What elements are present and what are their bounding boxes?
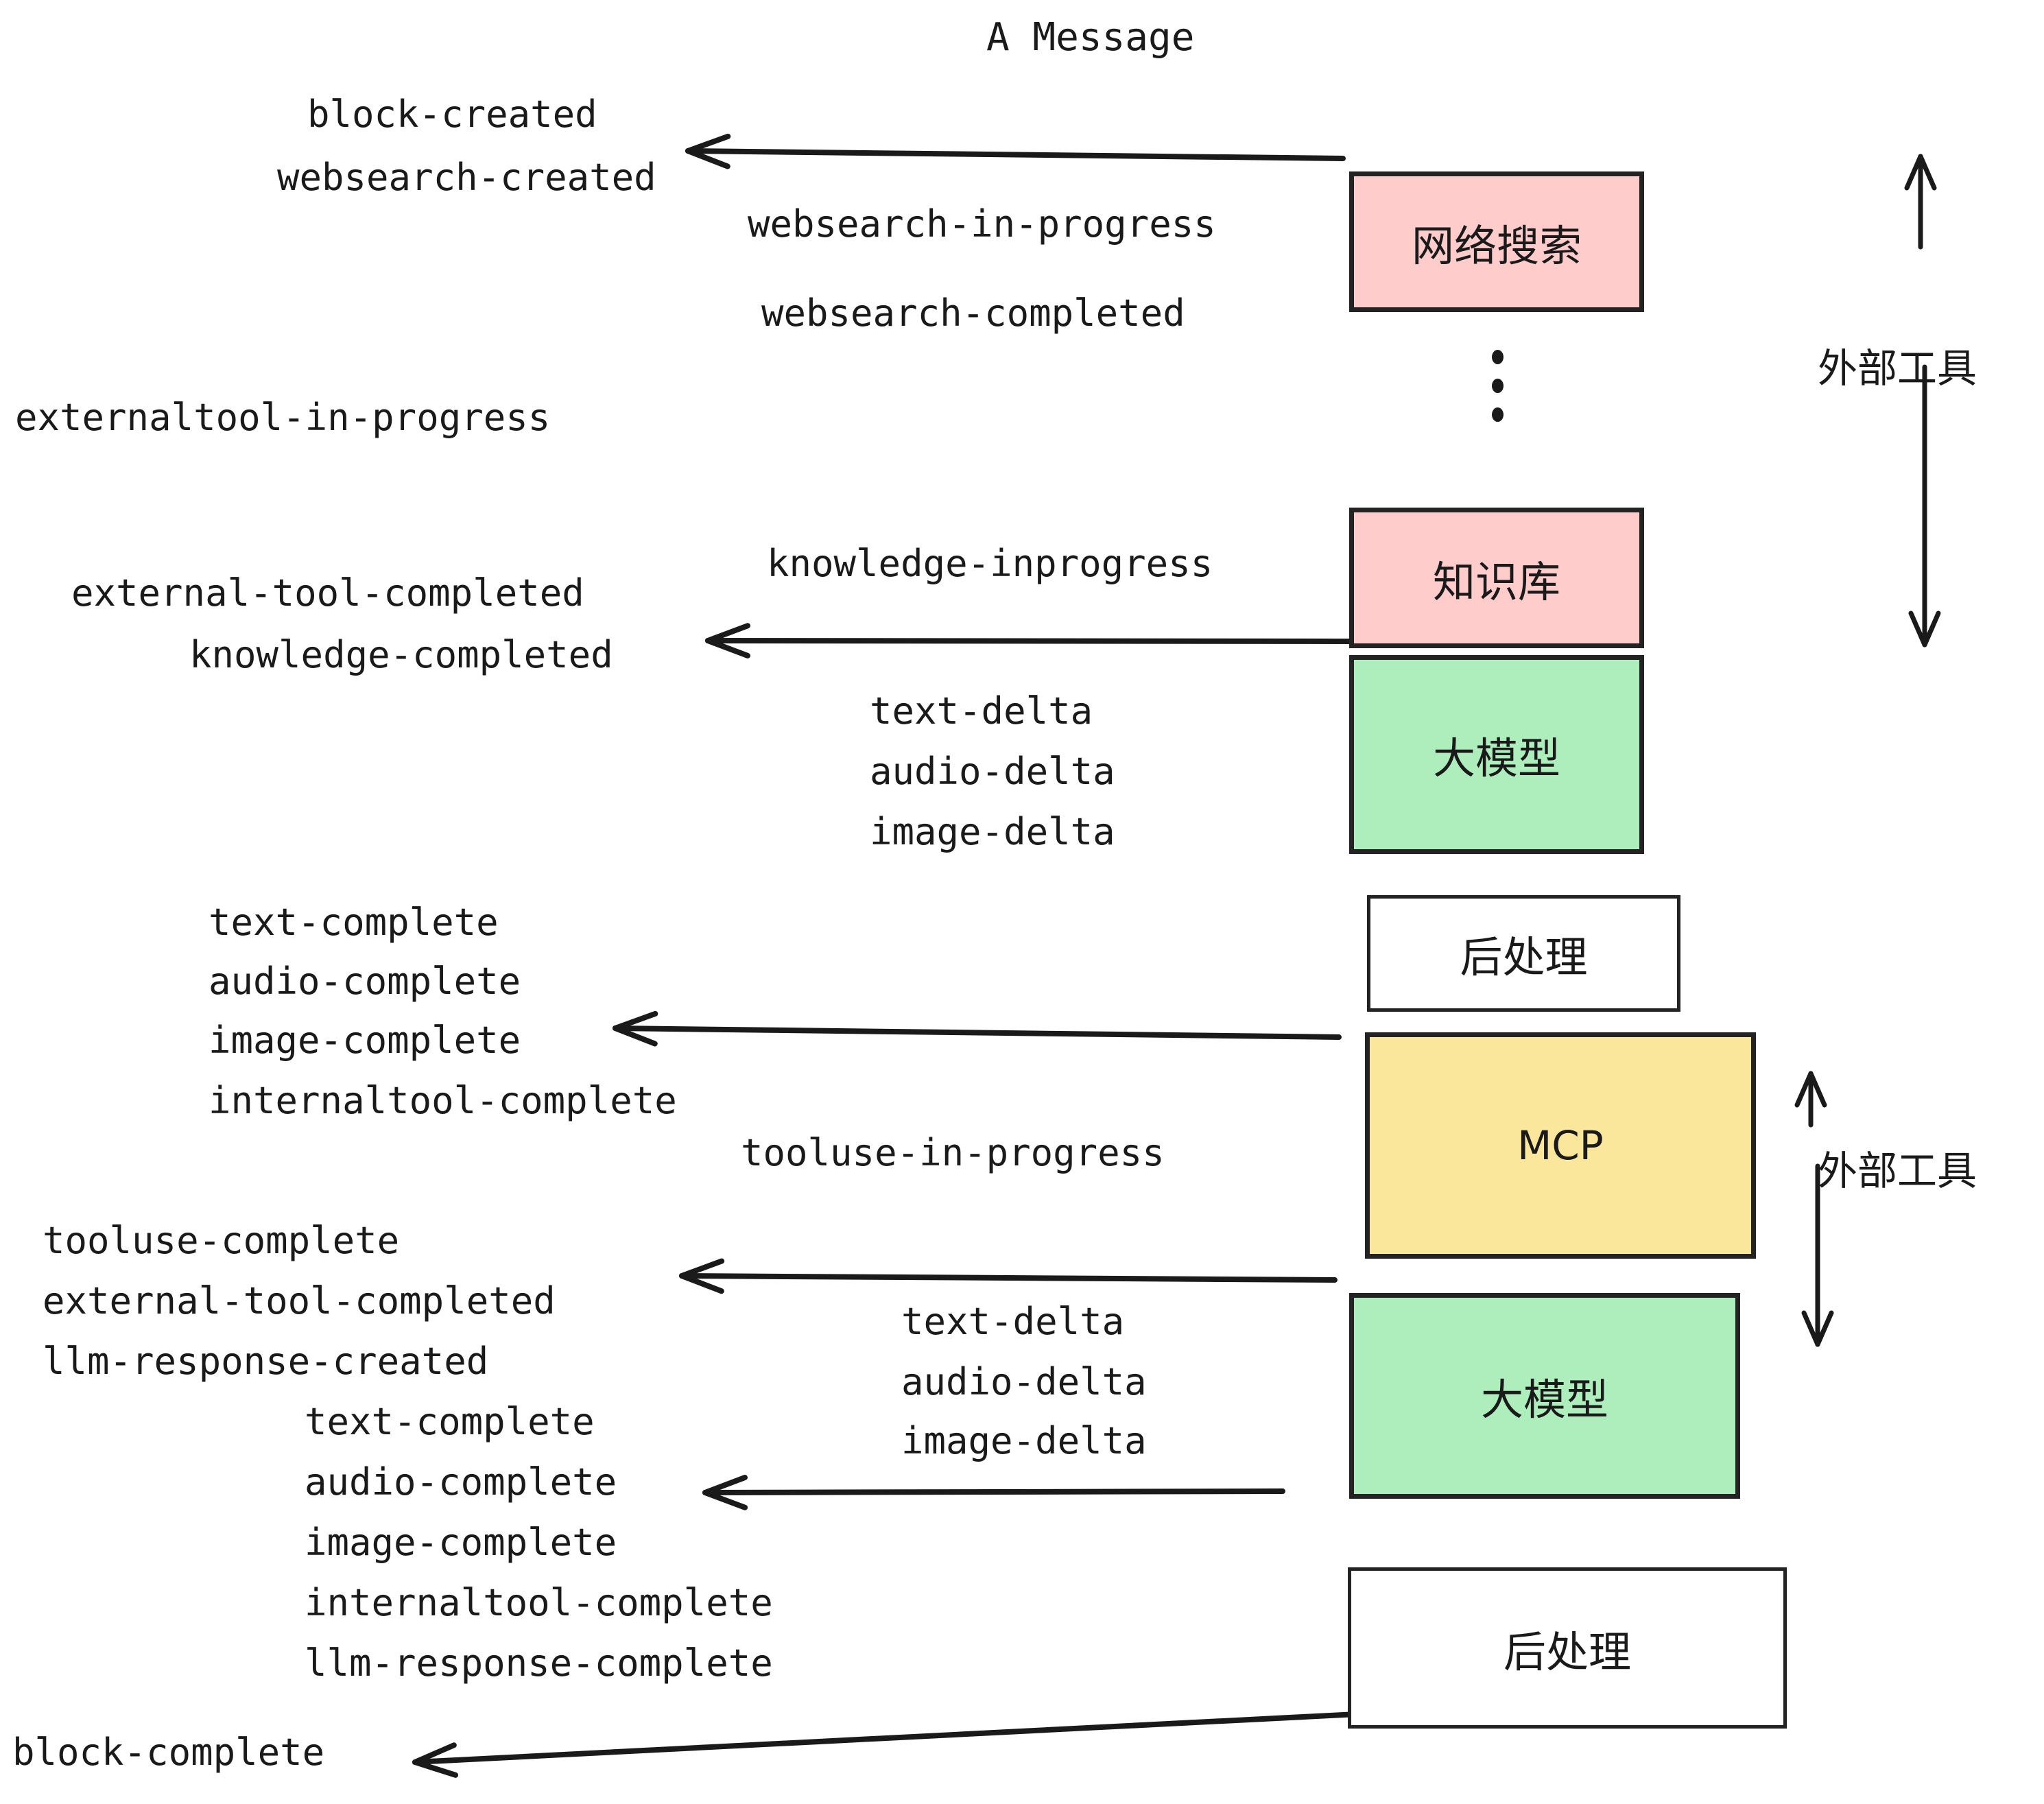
label-internaltool-complete-2: internaltool-complete (305, 1581, 773, 1624)
label-audio-complete-1: audio-complete (209, 960, 521, 1003)
label-knowledge-inprogress: knowledge-inprogress (767, 542, 1213, 585)
box-postprocess-first: 后处理 (1367, 895, 1680, 1012)
label-external-tool-bottom: 外部工具 (1818, 1148, 1977, 1194)
label-internaltool-complete-1: internaltool-complete (209, 1079, 677, 1122)
arrow-block-created (685, 133, 1346, 169)
label-external-tool-top: 外部工具 (1818, 345, 1977, 392)
box-mcp: MCP (1365, 1032, 1756, 1259)
label-websearch-created: websearch-created (277, 156, 656, 199)
label-audio-delta-1: audio-delta (870, 750, 1115, 793)
ellipsis-dot (1492, 350, 1504, 364)
label-external-tool-completed-1: external-tool-completed (71, 571, 584, 615)
page-title: A Message (986, 15, 1195, 60)
label-websearch-in-progress: websearch-in-progress (748, 202, 1216, 246)
label-text-delta-2: text-delta (901, 1300, 1125, 1343)
label-block-created: block-created (307, 93, 597, 136)
box-postprocess-second: 后处理 (1348, 1567, 1787, 1729)
label-audio-complete-2: audio-complete (305, 1460, 617, 1504)
label-llm-response-complete: llm-response-complete (305, 1641, 773, 1685)
arrow-block-complete (412, 1711, 1373, 1778)
box-knowledge-base: 知识库 (1349, 508, 1644, 648)
label-block-complete: block-complete (12, 1731, 325, 1774)
ellipsis-dot (1492, 407, 1504, 422)
external-tool-arrow-up-bottom (1794, 1071, 1827, 1128)
arrow-audio-complete (702, 1475, 1285, 1510)
external-tool-arrow-up-top (1904, 154, 1937, 250)
arrow-tooluse-complete (679, 1258, 1338, 1294)
label-image-complete-2: image-complete (305, 1521, 617, 1564)
external-tool-arrow-down-top (1908, 364, 1941, 648)
label-tooluse-in-progress: tooluse-in-progress (741, 1131, 1165, 1174)
label-llm-response-created: llm-response-created (43, 1340, 489, 1383)
label-tooluse-complete: tooluse-complete (43, 1219, 400, 1262)
label-image-complete-1: image-complete (209, 1019, 521, 1062)
box-llm-second: 大模型 (1349, 1293, 1740, 1499)
label-websearch-completed: websearch-completed (761, 292, 1185, 335)
box-llm-first: 大模型 (1349, 655, 1644, 854)
label-image-delta-1: image-delta (870, 810, 1115, 853)
label-text-complete-2: text-complete (305, 1400, 595, 1443)
label-knowledge-completed: knowledge-completed (189, 633, 613, 676)
label-externaltool-in-progress: externaltool-in-progress (15, 396, 551, 439)
label-text-delta-1: text-delta (870, 689, 1093, 733)
arrow-image-complete (613, 1010, 1342, 1047)
label-external-tool-completed-2: external-tool-completed (43, 1279, 556, 1322)
label-text-complete-1: text-complete (209, 901, 499, 944)
label-audio-delta-2: audio-delta (901, 1360, 1147, 1403)
ellipsis-dot (1492, 379, 1504, 393)
box-websearch: 网络搜索 (1349, 171, 1644, 312)
arrow-knowledge-completed (705, 623, 1357, 658)
label-image-delta-2: image-delta (901, 1419, 1147, 1462)
